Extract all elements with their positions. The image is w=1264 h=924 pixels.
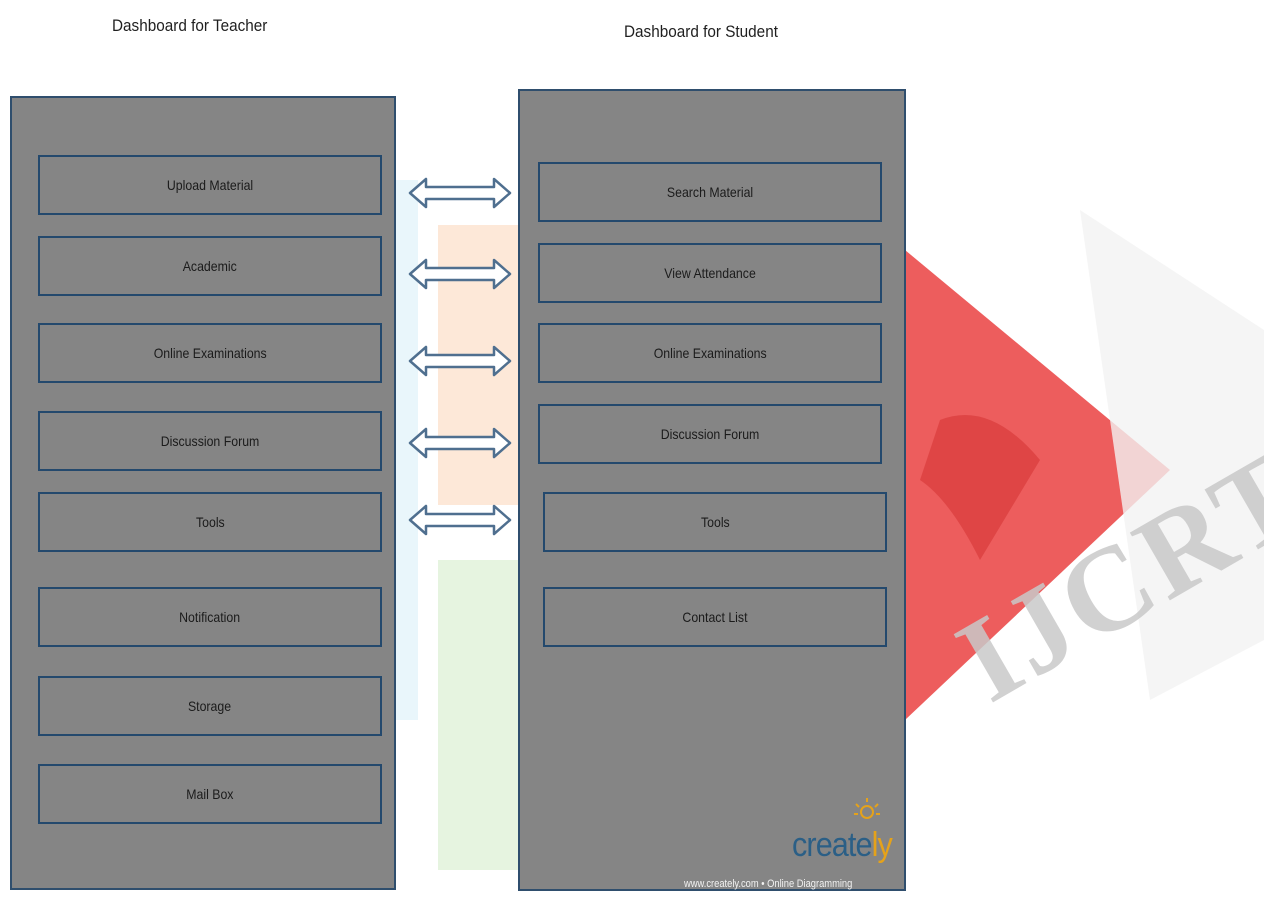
double-arrow-icon <box>408 258 512 290</box>
teacher-item-notification[interactable]: Notification <box>38 587 382 647</box>
creately-logo: creately <box>792 826 893 864</box>
double-arrow-icon <box>408 427 512 459</box>
student-dashboard-title: Dashboard for Student <box>624 22 778 41</box>
teacher-item-academic[interactable]: Academic <box>38 236 382 296</box>
student-item-search-material[interactable]: Search Material <box>538 162 882 222</box>
teacher-item-storage[interactable]: Storage <box>38 676 382 736</box>
double-arrow-icon <box>408 177 512 209</box>
double-arrow-icon <box>408 345 512 377</box>
student-item-discussion-forum[interactable]: Discussion Forum <box>538 404 882 464</box>
student-item-contact-list[interactable]: Contact List <box>543 587 887 647</box>
teacher-dashboard-title: Dashboard for Teacher <box>112 16 268 35</box>
teacher-item-upload-material[interactable]: Upload Material <box>38 155 382 215</box>
teacher-item-tools[interactable]: Tools <box>38 492 382 552</box>
lightbulb-icon <box>854 798 880 819</box>
student-item-view-attendance[interactable]: View Attendance <box>538 243 882 303</box>
student-item-tools[interactable]: Tools <box>543 492 887 552</box>
student-dashboard-panel <box>518 89 906 891</box>
student-item-online-examinations[interactable]: Online Examinations <box>538 323 882 383</box>
watermark-text: IJCRT <box>936 423 1264 727</box>
teacher-item-mail-box[interactable]: Mail Box <box>38 764 382 824</box>
teacher-item-discussion-forum[interactable]: Discussion Forum <box>38 411 382 471</box>
double-arrow-icon <box>408 504 512 536</box>
creately-tagline: www.creately.com • Online Diagramming <box>684 878 853 890</box>
teacher-item-online-examinations[interactable]: Online Examinations <box>38 323 382 383</box>
